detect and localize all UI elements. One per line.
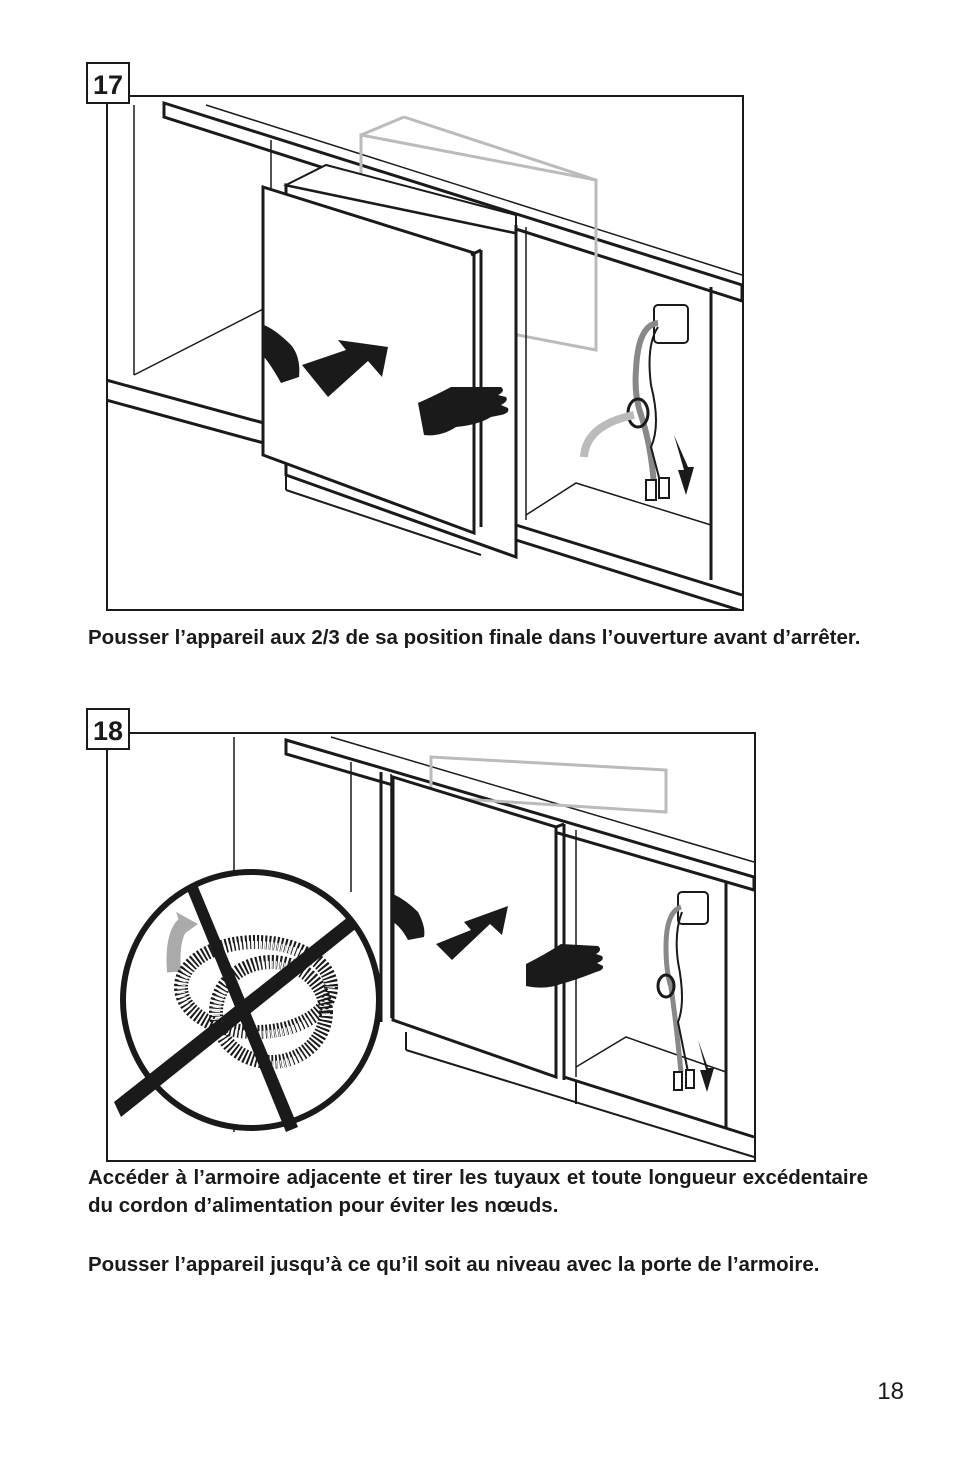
figure-17-illustration [106,95,744,611]
right-hand-icon [418,387,509,436]
no-coiled-hose-icon [114,869,382,1132]
outlet-icon-2 [677,891,709,925]
down-arrow-icon-2 [698,1040,714,1092]
step-18-caption-2: Pousser l’appareil jusqu’à ce qu’il soit… [88,1253,820,1276]
outlet-icon [653,304,689,344]
figure-18: 18 [86,708,756,1162]
step-number-17: 17 [86,62,130,104]
left-hand-icon-2 [393,894,425,940]
left-hand-icon [264,325,300,383]
figure-17: 17 [86,62,744,611]
down-arrow-icon [674,435,694,495]
step-17-caption: Pousser l’appareil aux 2/3 de sa positio… [88,626,861,649]
figure-18-illustration [106,732,756,1162]
step-18-caption-1: Accéder à l’armoire adjacente et tirer l… [88,1166,868,1217]
page-number: 18 [877,1378,904,1405]
step-number-18: 18 [86,708,130,750]
